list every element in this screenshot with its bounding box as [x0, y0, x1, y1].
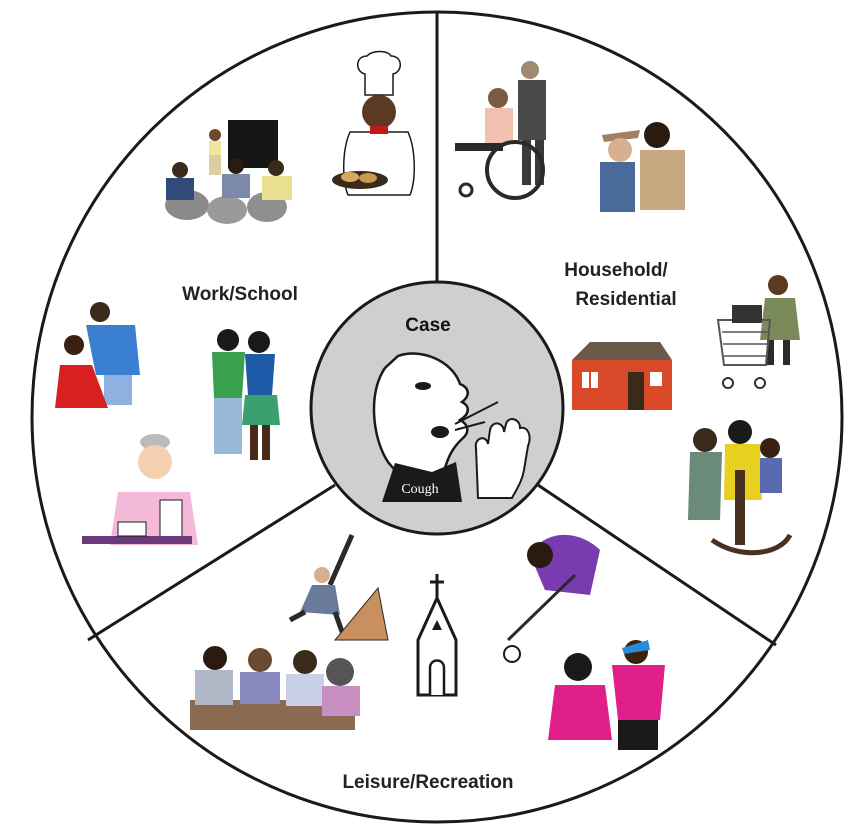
wheelchair-caregiver-icon [455, 61, 546, 200]
group-at-table-icon [190, 646, 360, 730]
segment-label-leisure: Leisure/Recreation [342, 772, 513, 793]
bowling-icon [288, 533, 389, 641]
shopping-cart-woman-icon [716, 275, 800, 389]
case-title: Case [405, 315, 450, 336]
case-center: Case Cough [309, 280, 565, 536]
two-men-talking-icon [600, 122, 685, 212]
church-icon [416, 574, 458, 697]
segment-label-household-line1: Household/ [564, 260, 668, 281]
cough-label: Cough [401, 482, 438, 497]
partygoers-icon [548, 640, 665, 750]
family-rocking-chair-icon [688, 420, 793, 556]
segment-label-work-school: Work/School [182, 284, 298, 305]
classroom-teaching-icon [165, 120, 292, 224]
segment-label-household-line2: Residential [575, 289, 676, 310]
chef-with-bread-icon [332, 50, 416, 196]
billiards-player-icon [503, 534, 600, 663]
coughing-face-icon: Cough [372, 352, 531, 502]
nurse-with-tray-icon [82, 434, 198, 545]
divider-right [537, 483, 777, 647]
two-girls-school-icon [212, 329, 280, 460]
house-icon [572, 342, 672, 410]
divider-left [87, 483, 336, 642]
barber-haircut-icon [55, 302, 140, 408]
